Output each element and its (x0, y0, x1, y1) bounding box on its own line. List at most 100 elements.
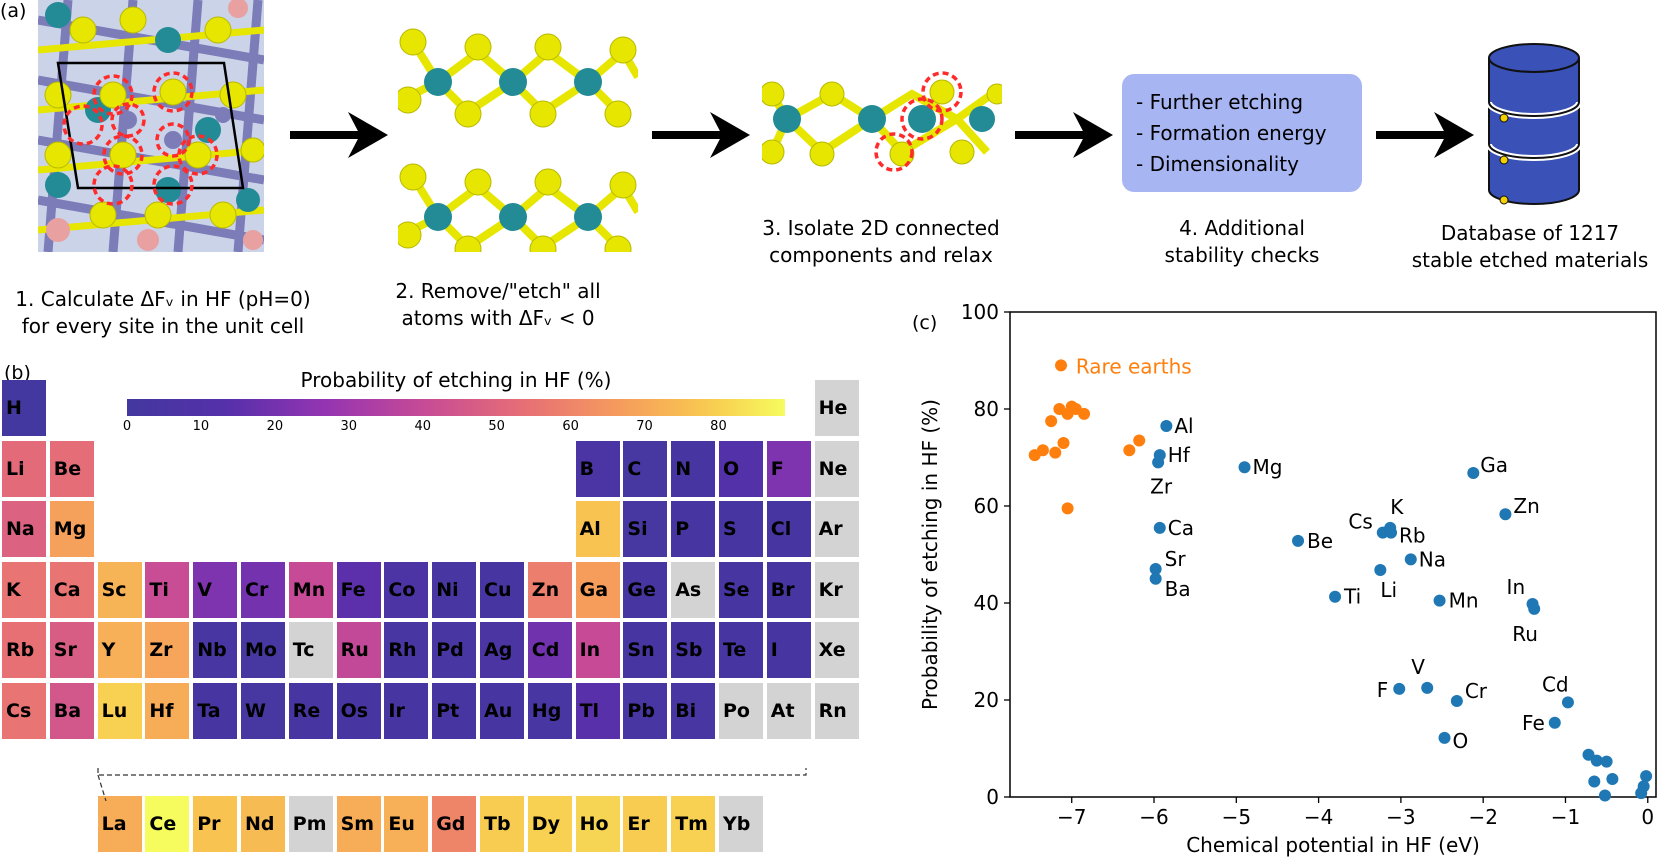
point-label-cd: Cd (1542, 672, 1569, 696)
point-label-in: In (1507, 575, 1526, 599)
point-label-zn: Zn (1513, 494, 1539, 518)
isolated-slab-image (762, 71, 1002, 172)
stability-checks-box: - Further etching - Formation energy - D… (1122, 74, 1362, 192)
colorbar-tick: 10 (192, 419, 210, 434)
element-point (1421, 681, 1434, 694)
rare-earth-point (1123, 444, 1136, 457)
point-label-na: Na (1419, 547, 1446, 571)
colorbar-title: Probability of etching in HF (%) (300, 368, 612, 392)
element-point (1149, 563, 1162, 576)
point-label-o: O (1453, 729, 1469, 753)
rare-earth-point (1049, 446, 1062, 459)
check-further-etching: - Further etching (1136, 90, 1304, 114)
plot-frame (1009, 311, 1657, 798)
point-label-mn: Mn (1449, 589, 1479, 613)
element-point (1598, 789, 1611, 802)
step2-line1: 2. Remove/"etch" all (395, 279, 601, 303)
arrow-3 (1015, 112, 1113, 158)
element-point (1374, 564, 1387, 577)
check-dimensionality: - Dimensionality (1136, 152, 1299, 176)
database-icon (1486, 43, 1582, 205)
step5-line2: stable etched materials (1411, 248, 1649, 272)
rare-earth-point (1133, 434, 1146, 447)
element-point (1292, 534, 1305, 547)
point-label-hf: Hf (1168, 443, 1191, 467)
x-tick-label: −2 (1468, 805, 1497, 829)
point-label-rb: Rb (1399, 524, 1426, 548)
element-point (1640, 770, 1653, 783)
element-point (1238, 461, 1251, 474)
rare-earth-point (1065, 400, 1078, 413)
point-label-zr: Zr (1150, 474, 1173, 498)
y-tick-label: 60 (974, 494, 999, 518)
y-axis-ticks: 0 20 40 60 80 100 (961, 300, 1010, 809)
step1-line2: for every site in the unit cell (21, 314, 305, 338)
step5-line1: Database of 1217 (1440, 221, 1620, 245)
arrow-4 (1376, 112, 1474, 158)
etched-slabs-image (398, 28, 638, 252)
y-tick-label: 20 (974, 688, 999, 712)
element-point (1329, 590, 1342, 603)
step4-line2: stability checks (1164, 243, 1320, 267)
element-point (1467, 467, 1480, 480)
point-label-cs: Cs (1348, 510, 1372, 534)
element-point (1404, 553, 1417, 566)
step3-line2: components and relax (769, 243, 993, 267)
y-axis-label: Probability of etching in HF (%) (918, 399, 942, 710)
element-point (1588, 775, 1601, 788)
colorbar-tick: 40 (414, 419, 431, 434)
bulk-crystal-image (38, 0, 264, 252)
x-tick-label: −5 (1222, 805, 1251, 829)
colorbar-tick: 70 (636, 419, 653, 434)
element-point (1385, 526, 1398, 539)
x-tick-label: −3 (1386, 805, 1415, 829)
point-label-v: V (1411, 655, 1425, 679)
element-point (1528, 602, 1541, 615)
element-point (1499, 508, 1512, 521)
element-point (1606, 773, 1619, 786)
colorbar-tick: 60 (562, 419, 579, 434)
rare-earth-point (1061, 502, 1074, 515)
arrow-1 (290, 112, 388, 158)
point-label-al: Al (1174, 414, 1193, 438)
point-label-cr: Cr (1465, 679, 1488, 703)
element-point (1393, 682, 1406, 695)
y-tick-label: 40 (974, 591, 999, 615)
y-tick-label: 80 (974, 397, 999, 421)
element-point (1152, 456, 1165, 469)
point-label-ru: Ru (1512, 622, 1538, 646)
panel-label-a: (a) (0, 0, 27, 22)
step2-line2: atoms with ΔFᵥ < 0 (401, 306, 595, 330)
element-point (1548, 716, 1561, 729)
x-axis-label: Chemical potential in HF (eV) (1186, 833, 1480, 857)
x-tick-label: −7 (1057, 805, 1086, 829)
colorbar (127, 399, 785, 416)
step5-caption: Database of 1217 stable etched materials (1398, 220, 1661, 274)
y-tick-label: 0 (986, 785, 999, 809)
colorbar-tick: 20 (266, 419, 284, 434)
check-formation-energy: - Formation energy (1136, 121, 1327, 145)
x-tick-label: −6 (1139, 805, 1168, 829)
x-tick-label: −1 (1551, 805, 1580, 829)
element-point (1433, 594, 1446, 607)
y-tick-label: 100 (961, 300, 999, 324)
element-point (1160, 419, 1173, 432)
rare-earth-point (1057, 436, 1070, 449)
rare-earth-point (1036, 444, 1049, 457)
point-label-li: Li (1380, 578, 1397, 602)
element-point (1153, 521, 1166, 534)
x-tick-label: 0 (1641, 805, 1654, 829)
element-point (1600, 755, 1613, 768)
point-label-ga: Ga (1480, 453, 1508, 477)
element-point (1450, 694, 1463, 707)
point-label-f: F (1377, 678, 1389, 702)
colorbar-tick: 0 (122, 419, 132, 434)
step1-caption: 1. Calculate ΔFᵥ in HF (pH=0) for every … (0, 286, 338, 340)
panel-label-b: (b) (4, 362, 31, 384)
colorbar-tick: 30 (340, 419, 358, 434)
step3-line1: 3. Isolate 2D connected (762, 216, 1000, 240)
point-label-be: Be (1307, 529, 1333, 553)
arrow-2 (652, 112, 750, 158)
